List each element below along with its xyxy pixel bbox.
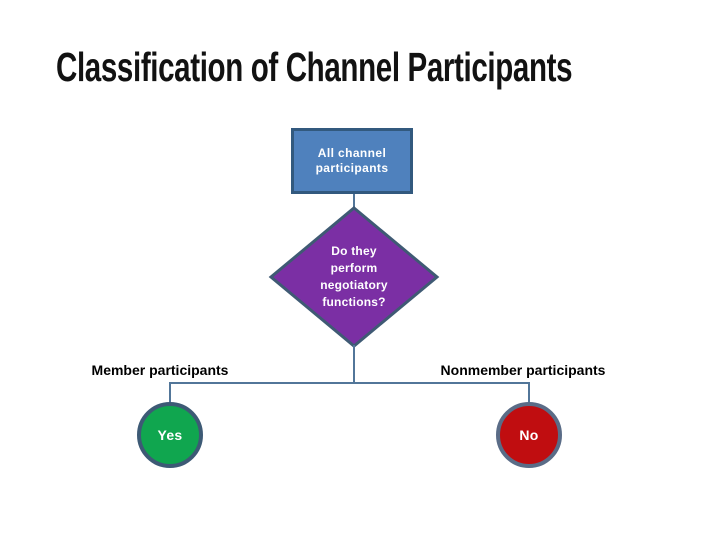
decision-diamond-text: Do they perform negotiatory functions?	[267, 204, 441, 350]
decision-line1: Do they	[331, 244, 377, 258]
yes-node: Yes	[137, 402, 203, 468]
no-node-label: No	[519, 427, 539, 443]
connector-to-yes	[169, 382, 171, 403]
decision-line2: perform	[330, 261, 378, 275]
no-node: No	[496, 402, 562, 468]
member-participants-label: Member participants	[91, 362, 229, 378]
connector-branch-bar	[169, 382, 530, 384]
connector-diamond-stem	[353, 345, 355, 384]
decision-line3: negotiatory	[320, 278, 388, 292]
decision-diamond: Do they perform negotiatory functions?	[267, 204, 441, 350]
all-participants-box-line2: participants	[315, 161, 389, 175]
all-participants-box: All channel participants	[291, 128, 413, 194]
connector-to-no	[528, 382, 530, 403]
slide-title: Classification of Channel Participants	[56, 44, 573, 90]
yes-node-label: Yes	[157, 427, 183, 443]
connector-box-to-diamond	[353, 194, 355, 209]
all-participants-box-line1: All channel	[317, 146, 387, 160]
decision-line4: functions?	[322, 295, 386, 309]
nonmember-participants-label: Nonmember participants	[440, 362, 606, 378]
